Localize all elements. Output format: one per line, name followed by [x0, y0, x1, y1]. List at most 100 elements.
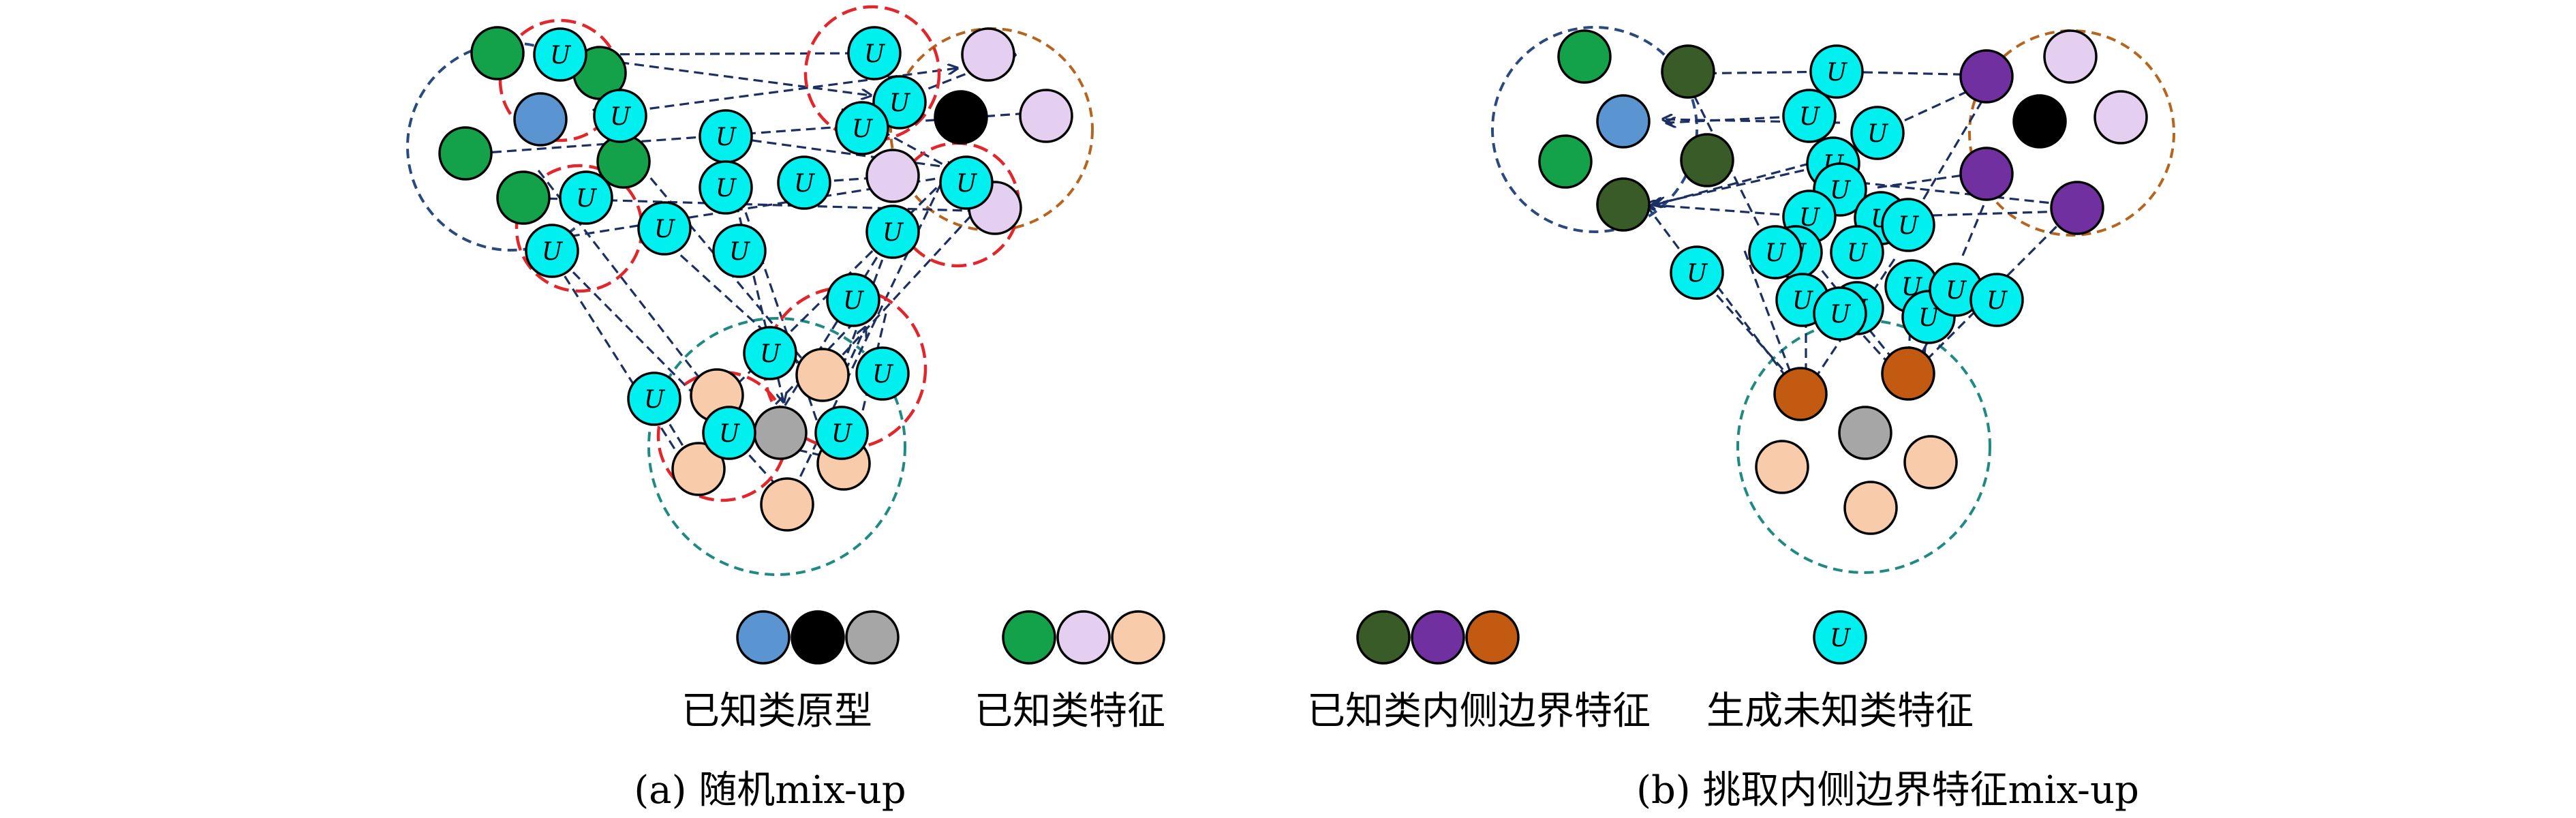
generated-unknown-node: U	[814, 406, 869, 460]
generated-node-circle	[1809, 44, 1864, 99]
prototype-black	[2012, 94, 2067, 149]
legend-dot-prototype-blue	[736, 610, 791, 665]
generated-unknown-node: U	[699, 160, 753, 215]
mixup-arrow	[1653, 162, 1834, 204]
legend-dot-boundary-purple	[1411, 610, 1465, 665]
mixup-arrow	[1656, 162, 1810, 204]
legend-dot-prototype-gray	[845, 610, 900, 665]
known-feature-peach	[795, 348, 850, 402]
generated-unknown-node: U	[826, 273, 880, 327]
known-feature-green	[496, 170, 551, 225]
generated-node-symbol: U	[1799, 103, 1821, 131]
generated-unknown-node: U	[1782, 89, 1837, 143]
known-feature-peach	[671, 442, 726, 496]
class-ring-blue	[1491, 26, 1698, 233]
generated-unknown-node: U	[559, 170, 613, 225]
legend-dot-feature-green	[1002, 610, 1056, 665]
generated-node-circle	[533, 27, 587, 82]
generated-node-circle	[702, 406, 756, 460]
class-ring-teal	[1736, 319, 1991, 574]
known-feature-lavender	[1019, 89, 1073, 143]
mixup-arrow	[547, 250, 688, 470]
generated-unknown-node: U	[1809, 44, 1864, 99]
generated-node-symbol: U	[760, 340, 782, 368]
class-ring-brown	[1968, 29, 2175, 237]
generated-node-symbol: U	[864, 40, 886, 68]
legend-dot-feature-peach	[1111, 610, 1165, 665]
known-feature-lavender	[961, 27, 1015, 82]
generated-unknown-node: U	[1969, 273, 2024, 327]
generated-node-symbol: U	[1918, 304, 1940, 332]
mixup-arrow	[722, 135, 971, 170]
generated-unknown-node: U	[702, 406, 756, 460]
generated-unknown-node: U	[1929, 262, 1983, 317]
legend-generated-node: U	[1813, 610, 1867, 665]
generated-node-symbol: U	[1867, 120, 1889, 148]
generated-node-circle	[1670, 245, 1724, 300]
generated-unknown-node: U	[835, 101, 889, 155]
generated-unknown-node: U	[743, 326, 797, 380]
mixup-arrow	[551, 249, 702, 402]
generated-unknown-node: U	[525, 224, 579, 278]
generated-node-circle	[637, 201, 692, 256]
generated-unknown-node: U	[939, 155, 994, 210]
prototype-black	[934, 90, 988, 145]
mixup-arrow	[818, 203, 983, 382]
generated-node-symbol: U	[1898, 212, 1920, 240]
generated-node-symbol: U	[852, 115, 874, 143]
generated-node-circle	[872, 75, 927, 130]
generated-node-symbol: U	[654, 215, 676, 243]
generated-node-symbol: U	[1792, 287, 1814, 315]
generated-node-symbol: U	[716, 175, 737, 202]
generated-node-circle	[835, 101, 889, 155]
known-feature-green	[1538, 134, 1593, 189]
class-ring-teal	[647, 317, 906, 576]
mixup-arrow	[770, 231, 894, 429]
mixup-arrow	[784, 170, 949, 511]
generated-unknown-node: U	[847, 26, 902, 80]
generated-node-symbol: U	[729, 238, 751, 266]
mixup-arrow	[1683, 74, 1773, 253]
generated-node-symbol: U	[610, 103, 632, 131]
generated-node-symbol: U	[872, 361, 894, 389]
generated-node-circle	[847, 26, 902, 80]
generated-node-circle	[627, 372, 681, 426]
generated-node-circle	[1850, 106, 1905, 160]
generated-unknown-node: U	[1748, 225, 1803, 279]
inner-boundary-feature-dgreen	[1661, 44, 1715, 99]
generated-node-symbol: U	[831, 420, 853, 448]
generated-node-circle	[1881, 198, 1935, 252]
caption-b: (b) 挑取内侧边界特征mix-up	[1636, 768, 2139, 813]
generated-node-symbol: U	[883, 219, 904, 247]
generated-node-symbol: U	[889, 89, 911, 117]
mixup-arrow	[1877, 170, 1997, 189]
generated-node-symbol: U	[843, 287, 865, 315]
generated-unknown-node: U	[1850, 106, 1905, 160]
known-feature-green	[470, 26, 525, 80]
mixup-arrow	[1646, 204, 1810, 218]
generated-node-symbol: U	[542, 238, 564, 266]
legend-label-inner-boundary-feature: 已知类内侧边界特征	[1307, 689, 1651, 733]
generated-node-symbol: U	[1946, 277, 1967, 305]
generated-node-circle	[1969, 273, 2024, 327]
caption-a: (a) 随机mix-up	[634, 768, 906, 813]
generated-unknown-node: U	[1881, 198, 1935, 252]
generated-unknown-node: U	[593, 89, 647, 143]
known-feature-peach	[1903, 435, 1958, 489]
generated-unknown-node: U	[1830, 225, 1884, 279]
known-feature-lavender	[865, 149, 920, 203]
generated-node-circle	[826, 273, 880, 327]
generated-node-circle	[593, 89, 647, 143]
known-feature-peach	[760, 477, 814, 532]
generated-unknown-node: U	[533, 27, 587, 82]
generated-node-symbol: U	[956, 170, 978, 198]
known-feature-green	[1557, 29, 1612, 84]
inner-boundary-feature-purple	[1959, 147, 2014, 201]
known-feature-lavender	[2094, 90, 2148, 145]
legend-dot-feature-lavender	[1056, 610, 1111, 665]
generated-node-symbol: U	[1830, 301, 1852, 329]
generated-node-circle	[1813, 286, 1867, 341]
generated-node-circle	[814, 406, 869, 460]
